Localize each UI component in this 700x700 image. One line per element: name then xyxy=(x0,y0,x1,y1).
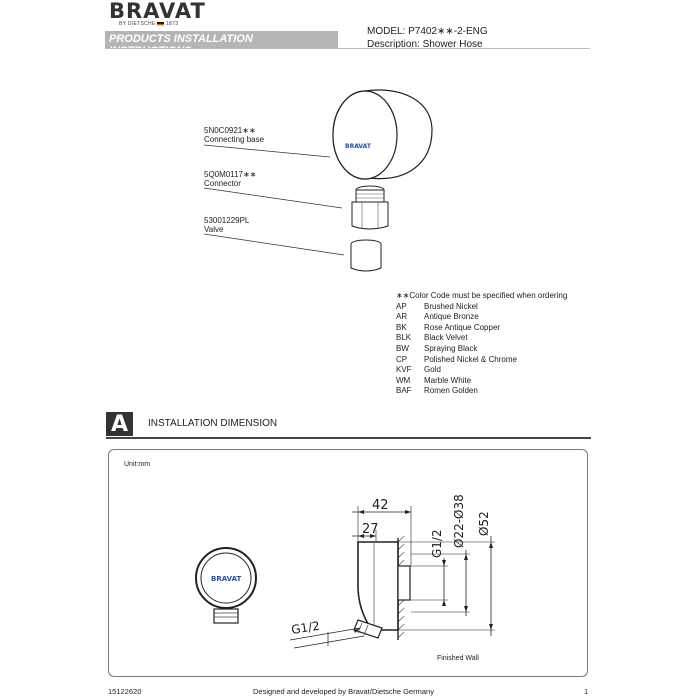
dim-thread-top: G1/2 xyxy=(430,529,444,558)
dim-42: 42 xyxy=(372,498,389,513)
color-code: WM xyxy=(396,375,411,385)
header-divider xyxy=(105,48,590,49)
dim-diameter-52: Ø52 xyxy=(477,511,491,536)
color-row: BW Spraying Black xyxy=(396,344,567,355)
part-code: 5Q0M0117∗∗ xyxy=(204,170,257,179)
leader-line-connector xyxy=(203,187,343,209)
section-letter-badge: A xyxy=(106,412,133,437)
color-name: Spraying Black xyxy=(424,343,478,353)
finished-wall-label: Finished Wall xyxy=(437,655,479,662)
model-info: MODEL: P7402∗∗-2-ENG Description: Shower… xyxy=(367,25,488,51)
part-code: 53001229PL xyxy=(204,216,250,225)
color-name: Polished Nickel & Chrome xyxy=(424,354,517,364)
part-label-connector: 5Q0M0117∗∗ Connector xyxy=(204,170,256,188)
exploded-parts-drawing: BRAVAT xyxy=(203,89,433,272)
color-row: BAF Romen Golden xyxy=(396,386,567,397)
side-body xyxy=(357,541,399,631)
color-name: Gold xyxy=(424,365,441,375)
dim-thread-bottom: G1/2 xyxy=(290,619,320,637)
part-label-connecting-base: 5N0C0921∗∗ Connecting base xyxy=(204,126,264,144)
model-number: MODEL: P7402∗∗-2-ENG xyxy=(367,26,488,37)
german-flag-icon xyxy=(157,21,165,26)
color-row: BLK Black Velvet xyxy=(396,333,567,344)
color-code: BAF xyxy=(396,386,412,396)
part-logo-text: BRAVAT xyxy=(345,143,372,150)
side-view-drawing: 42 27 G1/2 Ø22-Ø38 Ø52 G1/2 xyxy=(289,494,495,649)
color-row: WM Marble White xyxy=(396,376,567,387)
color-code: KVF xyxy=(396,365,412,375)
part-name: Connector xyxy=(204,179,241,188)
color-code-list: ∗∗Color Code must be specified when orde… xyxy=(396,291,567,397)
color-code: CP xyxy=(396,354,408,364)
connector-part xyxy=(351,185,389,230)
color-name: Black Velvet xyxy=(424,333,468,343)
part-code: 5N0C0921∗∗ xyxy=(204,126,256,135)
dim-diameter-range: Ø22-Ø38 xyxy=(452,494,466,548)
wall-thread xyxy=(397,565,411,601)
color-name: Antique Bronze xyxy=(424,312,479,322)
color-row: CP Polished Nickel & Chrome xyxy=(396,355,567,366)
footer-credit: Designed and developed by Bravat/Dietsch… xyxy=(253,687,434,696)
front-view-drawing: BRAVAT xyxy=(195,547,257,624)
dim-27: 27 xyxy=(362,522,379,537)
color-note: ∗∗Color Code must be specified when orde… xyxy=(396,291,568,300)
tagline-year: 1873 xyxy=(165,21,179,27)
color-code: AR xyxy=(396,312,408,322)
part-name: Connecting base xyxy=(204,135,265,144)
color-name: Marble White xyxy=(424,375,472,385)
product-description: Description: Shower Hose xyxy=(367,39,483,50)
color-row: AR Antique Bronze xyxy=(396,312,567,323)
front-view-logo-text: BRAVAT xyxy=(211,575,241,583)
valve-part xyxy=(350,239,382,272)
brand-logo: BRAVAT xyxy=(109,0,206,23)
leader-line-base xyxy=(203,144,331,158)
tagline-text: BY DIETSCHE xyxy=(119,21,156,27)
color-code: BK xyxy=(396,322,407,332)
color-code: BLK xyxy=(396,333,412,343)
doc-number: 15122620 xyxy=(108,687,142,696)
color-code: AP xyxy=(396,301,407,311)
color-row: BK Rose Antique Copper xyxy=(396,323,567,334)
section-divider xyxy=(106,437,591,439)
page-number: 1 xyxy=(584,687,589,696)
connecting-base-part: BRAVAT xyxy=(332,89,433,180)
color-name: Rose Antique Copper xyxy=(424,322,501,332)
color-name: Romen Golden xyxy=(424,386,478,396)
section-title: INSTALLATION DIMENSION xyxy=(148,418,278,429)
dimension-drawing-box xyxy=(108,449,588,677)
bottom-outlet xyxy=(353,619,383,639)
color-code: BW xyxy=(396,343,409,353)
color-row: AP Brushed Nickel xyxy=(396,302,567,313)
brand-tagline: BY DIETSCHE 1873 xyxy=(119,21,178,27)
part-label-valve: 53001229PL Valve xyxy=(204,216,249,234)
color-row: KVF Gold xyxy=(396,365,567,376)
color-name: Brushed Nickel xyxy=(424,301,478,311)
unit-label: Unit:mm xyxy=(124,461,151,468)
wall-hatch xyxy=(397,535,405,639)
leader-line-valve xyxy=(203,233,345,256)
part-name: Valve xyxy=(204,225,224,234)
